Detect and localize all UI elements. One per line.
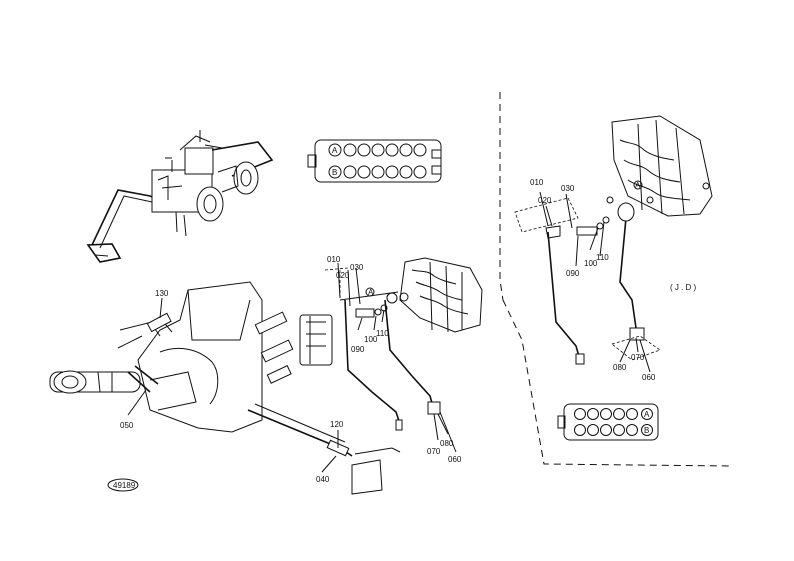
backhoe-illustration	[86, 130, 274, 263]
pedal-assembly-right	[514, 196, 661, 365]
label-110-right: 110	[596, 253, 609, 262]
circle-a-mark: A	[368, 288, 374, 297]
label-120: 120	[330, 420, 344, 429]
label-100-right: 100	[584, 259, 598, 268]
label-020-left: 020	[336, 271, 350, 280]
region-boundary	[499, 92, 731, 467]
main-valve-assembly	[386, 257, 483, 333]
right-valve-assembly: A	[611, 115, 713, 217]
label-090-left: 090	[351, 345, 365, 354]
control-valve-top: A B	[307, 139, 442, 183]
reference-stamp: 49189	[107, 478, 139, 492]
label-040: 040	[316, 475, 330, 484]
valve-top-b-label: B	[332, 168, 337, 177]
label-080-right: 080	[613, 363, 627, 372]
label-030-left: 030	[350, 263, 364, 272]
label-060-right: 060	[642, 373, 656, 382]
label-110-left: 110	[376, 329, 389, 338]
label-060-left: 060	[448, 455, 462, 464]
valve-top-a-label: A	[332, 146, 338, 155]
part-labels: 010 020 030 090 100 110 070 080 060 120 …	[120, 178, 697, 484]
label-090-right: 090	[566, 269, 580, 278]
region-jd-label: ( J . D )	[670, 283, 697, 292]
label-070-left: 070	[427, 447, 441, 456]
leader-lines	[127, 191, 651, 473]
label-100-left: 100	[364, 335, 378, 344]
label-010-left: 010	[327, 255, 341, 264]
label-050: 050	[120, 421, 134, 430]
label-130: 130	[155, 289, 169, 298]
label-080-left: 080	[440, 439, 454, 448]
label-030-right: 030	[561, 184, 575, 193]
label-020-right: 020	[538, 196, 552, 205]
valve-bottom-a-label: A	[644, 410, 650, 419]
stamp-text: 49189	[113, 481, 136, 490]
right-circle-a-mark: A	[635, 181, 641, 190]
control-valve-bottom: A B	[557, 403, 659, 441]
label-070-right: 070	[631, 353, 645, 362]
label-010-right: 010	[530, 178, 544, 187]
frame-assembly	[49, 281, 401, 495]
valve-bottom-b-label: B	[644, 426, 649, 435]
